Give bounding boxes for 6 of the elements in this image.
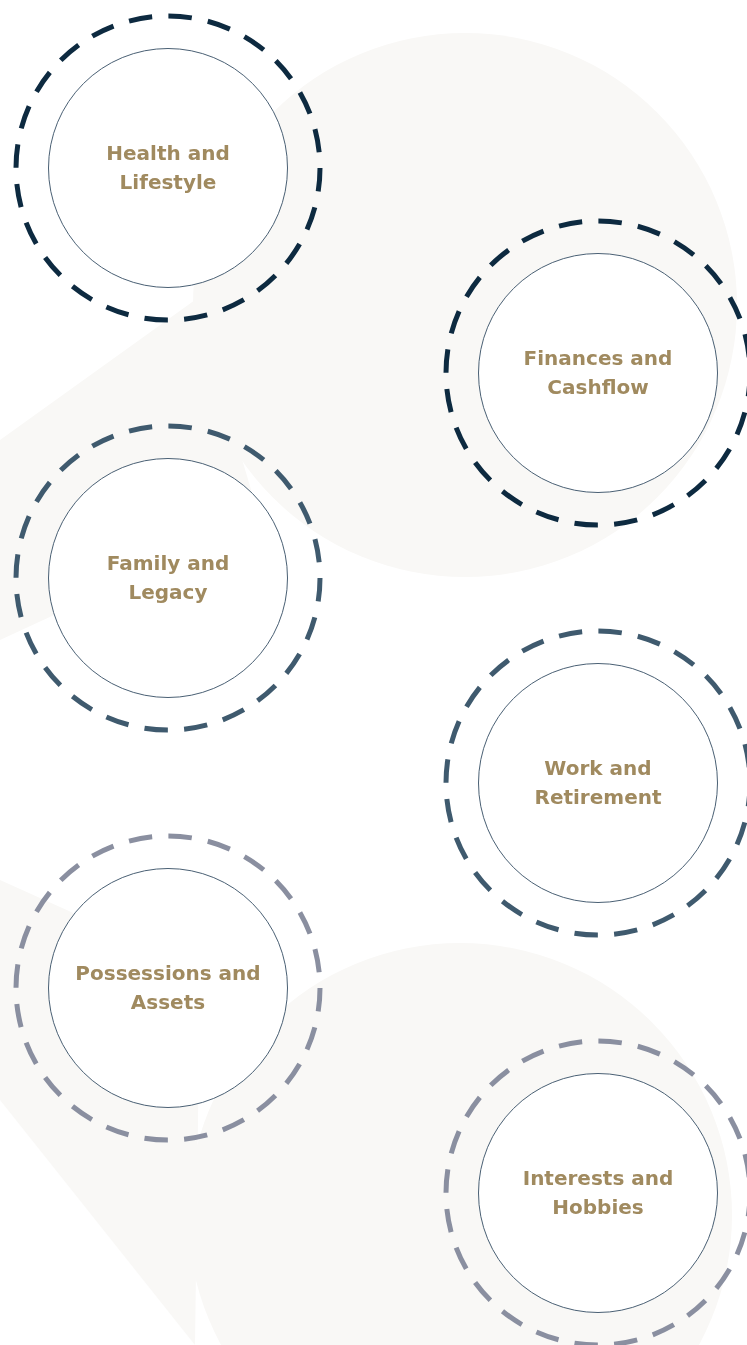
topic-label: Work and Retirement bbox=[533, 755, 663, 811]
topic-label: Finances and Cashflow bbox=[522, 345, 674, 401]
topic-label: Interests and Hobbies bbox=[521, 1165, 675, 1221]
topic-label: Family and Legacy bbox=[105, 550, 231, 606]
topic-label: Possessions and Assets bbox=[74, 960, 262, 1016]
topic-label: Health and Lifestyle bbox=[105, 140, 231, 196]
